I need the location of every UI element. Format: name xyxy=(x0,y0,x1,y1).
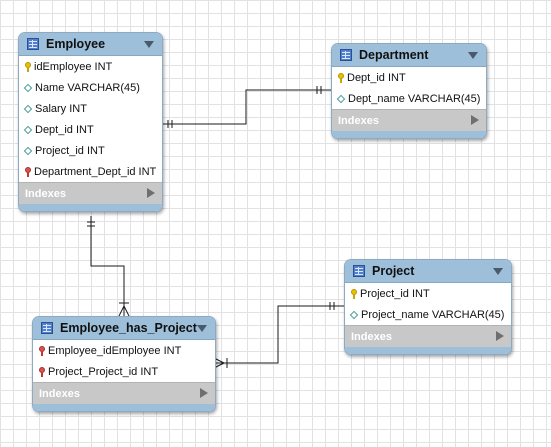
column-row[interactable]: Name VARCHAR(45) xyxy=(19,77,162,98)
column-label: Project_id INT xyxy=(360,287,430,300)
column-row[interactable]: Salary INT xyxy=(19,98,162,119)
table-department-header[interactable]: Department xyxy=(332,44,486,67)
column-label: Employee_idEmployee INT xyxy=(48,344,182,357)
column-label: Salary INT xyxy=(35,102,87,115)
column-diamond-icon xyxy=(349,310,359,319)
table-bottom-bar xyxy=(332,131,486,138)
indexes-section[interactable]: Indexes xyxy=(345,325,511,347)
column-label: Project_name VARCHAR(45) xyxy=(361,308,505,321)
table-project-title: Project xyxy=(372,264,415,278)
indexes-section[interactable]: Indexes xyxy=(332,109,486,131)
expand-arrow-icon[interactable] xyxy=(496,331,504,341)
column-row[interactable]: Project_id INT xyxy=(345,283,511,304)
column-row[interactable]: idEmployee INT xyxy=(19,56,162,77)
expand-arrow-icon[interactable] xyxy=(471,115,479,125)
table-employee-has-project-header[interactable]: Employee_has_Project xyxy=(33,317,215,340)
table-icon xyxy=(353,265,365,277)
foreign-key-icon xyxy=(25,166,31,177)
table-department[interactable]: Department Dept_id INT Dept_name VARCHAR… xyxy=(331,43,487,139)
chevron-down-icon[interactable] xyxy=(493,268,503,275)
table-project-header[interactable]: Project xyxy=(345,260,511,283)
column-row[interactable]: Dept_name VARCHAR(45) xyxy=(332,88,486,109)
indexes-section[interactable]: Indexes xyxy=(33,382,215,404)
column-row[interactable]: Project_id INT xyxy=(19,140,162,161)
column-label: Department_Dept_id INT xyxy=(34,165,157,178)
column-diamond-icon xyxy=(23,83,33,92)
table-icon xyxy=(27,38,39,50)
table-icon xyxy=(340,49,352,61)
relationship-employee-employee-has-project[interactable] xyxy=(87,216,130,317)
column-row[interactable]: Dept_id INT xyxy=(19,119,162,140)
chevron-down-icon[interactable] xyxy=(468,52,478,59)
foreign-key-icon xyxy=(39,366,45,377)
table-icon xyxy=(41,322,53,334)
indexes-label: Indexes xyxy=(338,114,379,127)
indexes-section[interactable]: Indexes xyxy=(19,182,162,204)
expand-arrow-icon[interactable] xyxy=(200,388,208,398)
indexes-label: Indexes xyxy=(39,387,80,400)
column-diamond-icon xyxy=(336,94,346,103)
column-diamond-icon xyxy=(23,146,33,155)
relationship-employee-has-project-project[interactable] xyxy=(213,302,344,369)
indexes-label: Indexes xyxy=(351,330,392,343)
table-bottom-bar xyxy=(33,404,215,411)
column-label: idEmployee INT xyxy=(34,60,113,73)
foreign-key-icon xyxy=(39,345,45,356)
primary-key-icon xyxy=(25,61,31,72)
chevron-down-icon[interactable] xyxy=(197,325,207,332)
table-employee-title: Employee xyxy=(46,37,106,51)
expand-arrow-icon[interactable] xyxy=(147,188,155,198)
table-employee-header[interactable]: Employee xyxy=(19,33,162,56)
column-label: Project_id INT xyxy=(35,144,105,157)
column-row[interactable]: Dept_id INT xyxy=(332,67,486,88)
column-row[interactable]: Project_Project_id INT xyxy=(33,361,215,382)
table-employee-has-project[interactable]: Employee_has_Project Employee_idEmployee… xyxy=(32,316,216,412)
column-diamond-icon xyxy=(23,125,33,134)
column-row[interactable]: Project_name VARCHAR(45) xyxy=(345,304,511,325)
primary-key-icon xyxy=(351,288,357,299)
column-label: Project_Project_id INT xyxy=(48,365,159,378)
column-diamond-icon xyxy=(23,104,33,113)
table-employee-has-project-title: Employee_has_Project xyxy=(60,321,197,335)
indexes-label: Indexes xyxy=(25,187,66,200)
table-project[interactable]: Project Project_id INT Project_name VARC… xyxy=(344,259,512,355)
column-label: Dept_id INT xyxy=(35,123,94,136)
column-row[interactable]: Employee_idEmployee INT xyxy=(33,340,215,361)
table-bottom-bar xyxy=(345,347,511,354)
primary-key-icon xyxy=(338,72,344,83)
column-label: Dept_id INT xyxy=(347,71,406,84)
column-label: Dept_name VARCHAR(45) xyxy=(348,92,481,105)
table-bottom-bar xyxy=(19,204,162,211)
column-label: Name VARCHAR(45) xyxy=(35,81,140,94)
relationship-employee-department[interactable] xyxy=(161,86,331,128)
table-employee[interactable]: Employee idEmployee INT Name VARCHAR(45)… xyxy=(18,32,163,212)
column-row[interactable]: Department_Dept_id INT xyxy=(19,161,162,182)
chevron-down-icon[interactable] xyxy=(144,41,154,48)
table-department-title: Department xyxy=(359,48,429,62)
